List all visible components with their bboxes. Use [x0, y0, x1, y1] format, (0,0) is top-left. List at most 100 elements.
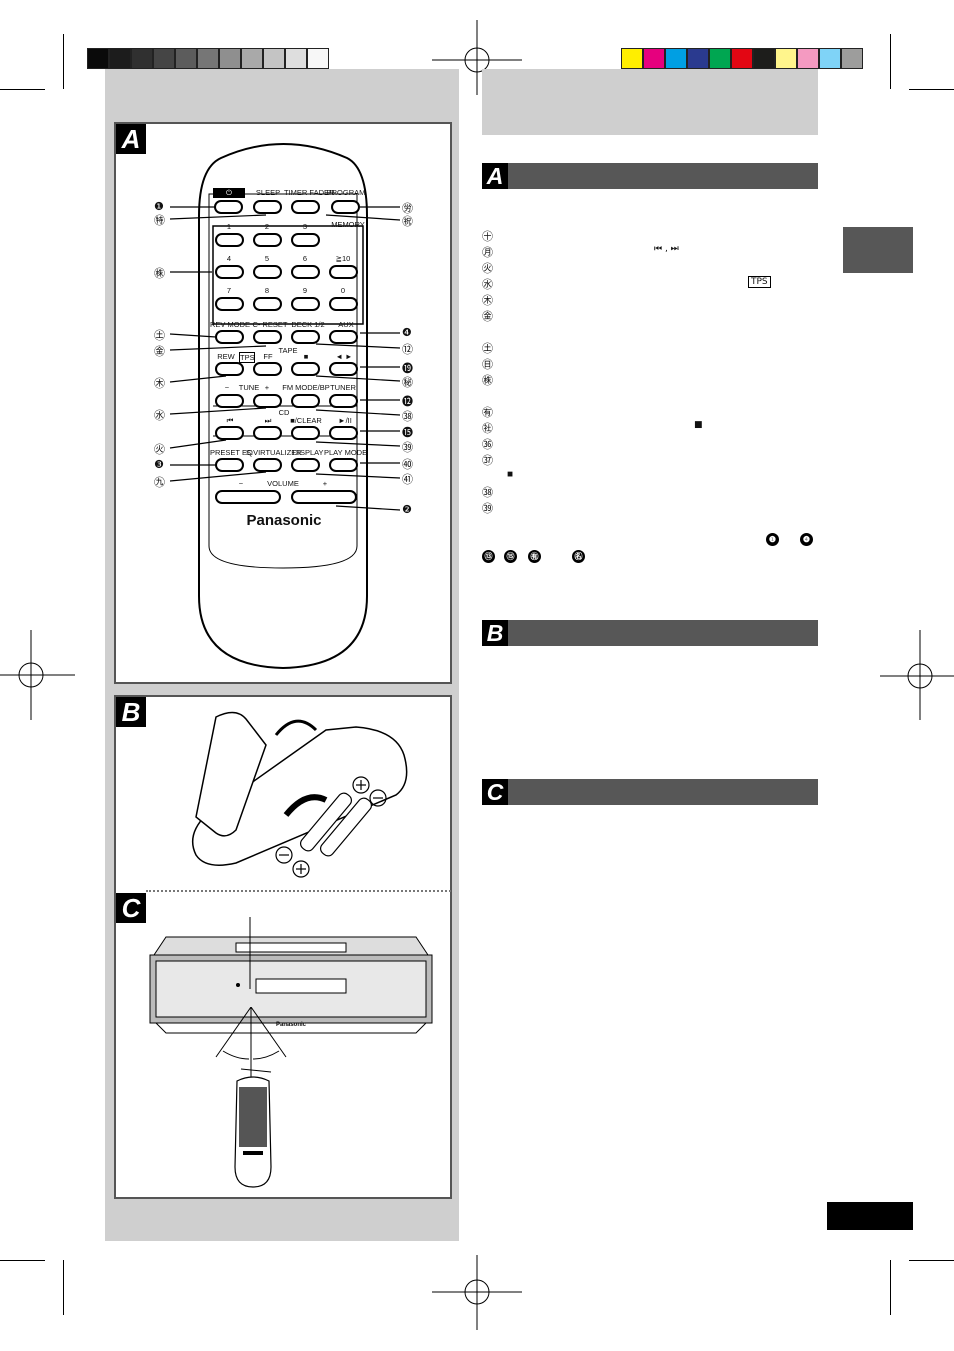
legend-row: ㊴ [482, 500, 818, 515]
num-7-button[interactable] [215, 297, 244, 311]
volume-up-button[interactable] [291, 490, 357, 504]
ff-button[interactable] [253, 362, 282, 376]
timer-fader-button[interactable] [291, 200, 320, 214]
callout-number: ❸ [154, 458, 164, 471]
callout-leader-lines [169, 206, 401, 511]
tps-label: TPS [239, 352, 255, 363]
legend-number: ㊓ [482, 422, 493, 435]
stereo-unit-illustration [149, 917, 433, 1034]
num-6-label: 6 [302, 254, 308, 263]
color-swatch [841, 48, 863, 69]
stop-clear-label: ■/CLEAR [290, 416, 322, 425]
unit-brand-logo: Panasonic [276, 1022, 307, 1028]
rew-button[interactable] [215, 362, 244, 376]
footnote-circle-number: ❹ [800, 533, 813, 546]
footnote-circle-number: ㊒ [528, 550, 541, 563]
legend-row: ㊳ [482, 484, 818, 499]
sleep-button[interactable] [253, 200, 282, 214]
title-box [482, 69, 818, 135]
callout-number: ㊍ [154, 377, 165, 390]
gray-swatch [285, 48, 307, 69]
skip-fwd-button[interactable] [253, 426, 282, 440]
battery-illustration [191, 711, 408, 878]
s-virtualizer-label: S.VIRTUALIZER [246, 448, 302, 457]
stop-clear-button[interactable] [291, 426, 320, 440]
gray-swatch [219, 48, 241, 69]
play-pause-label: ►/II [338, 416, 352, 425]
color-swatch [797, 48, 819, 69]
num-5-button[interactable] [253, 265, 282, 279]
legend-note: ■ [694, 420, 703, 430]
callout-number: ㊈ [154, 476, 165, 489]
fm-mode-button[interactable] [291, 394, 320, 408]
num-2-button[interactable] [253, 233, 282, 247]
num-2-label: 2 [264, 222, 270, 231]
tuner-button[interactable] [329, 394, 358, 408]
section-a-letter: A [482, 163, 508, 189]
num-0-button[interactable] [329, 297, 358, 311]
num-9-button[interactable] [291, 297, 320, 311]
skip-back-button[interactable] [215, 426, 244, 440]
ff-label: FF [263, 352, 273, 361]
callout-number: ㊎ [154, 345, 165, 358]
program-label: PROGRAM [326, 188, 366, 197]
gray-swatch [87, 48, 109, 69]
callout-number: ㊳ [402, 410, 413, 423]
tape-label: TAPE [278, 346, 298, 355]
legend-row: ㊎ [482, 308, 818, 323]
tune-down-button[interactable] [215, 394, 244, 408]
callout-number: ❶ [154, 200, 164, 213]
color-swatch [753, 48, 775, 69]
aux-button[interactable] [329, 330, 358, 344]
power-label: ⏻ [213, 188, 245, 198]
deck-button[interactable] [291, 330, 320, 344]
play-pause-button[interactable] [329, 426, 358, 440]
footnote-circle-number: ⑬ [482, 550, 495, 563]
legend-row: ㊒ [482, 404, 818, 419]
tune-plus-label: + [264, 383, 270, 392]
preset-eq-label: PRESET EQ [210, 448, 253, 457]
legend-number: ㊍ [482, 294, 493, 307]
legend-number: ㊲ [482, 454, 493, 467]
num-8-button[interactable] [253, 297, 282, 311]
num-10-button[interactable] [329, 265, 358, 279]
display-button[interactable] [291, 458, 320, 472]
memory-label: MEMORY [331, 220, 365, 229]
color-swatch [665, 48, 687, 69]
num-1-button[interactable] [215, 233, 244, 247]
callout-number: ⓬ [402, 395, 413, 408]
tune-up-button[interactable] [253, 394, 282, 408]
num-3-button[interactable] [291, 233, 320, 247]
volume-down-button[interactable] [215, 490, 281, 504]
num-4-label: 4 [226, 254, 232, 263]
stop-sub-icon: ■ [507, 469, 514, 480]
play-mode-button[interactable] [329, 458, 358, 472]
panel-bc: B C Panasonic [114, 695, 452, 1199]
section-b-letter: B [482, 620, 508, 646]
page-number-box [827, 1202, 913, 1230]
num-6-button[interactable] [291, 265, 320, 279]
legend-row: ㊐ [482, 356, 818, 371]
panel-a: A ⏻ SLEEP TIMER FADER PROGRAM MEMORY 1 2… [114, 122, 452, 684]
program-button[interactable] [331, 200, 360, 214]
num-4-button[interactable] [215, 265, 244, 279]
panel-c-letter: C [116, 893, 146, 923]
num-5-label: 5 [264, 254, 270, 263]
section-c-bar: C [482, 779, 818, 805]
tape-stop-button[interactable] [291, 362, 320, 376]
s-virtualizer-button[interactable] [253, 458, 282, 472]
tape-play-button[interactable] [329, 362, 358, 376]
legend-number: ㊋ [482, 262, 493, 275]
callout-number: ⑫ [402, 343, 416, 356]
legend-number: ㊳ [482, 486, 493, 499]
stop-label: ■ [303, 352, 309, 361]
c-reset-button[interactable] [253, 330, 282, 344]
play-dir-label: ◄ ► [335, 352, 353, 361]
section-c-letter: C [482, 779, 508, 805]
section-b-bar: B [482, 620, 818, 646]
tuner-label: TUNER [330, 383, 356, 392]
color-swatch [643, 48, 665, 69]
